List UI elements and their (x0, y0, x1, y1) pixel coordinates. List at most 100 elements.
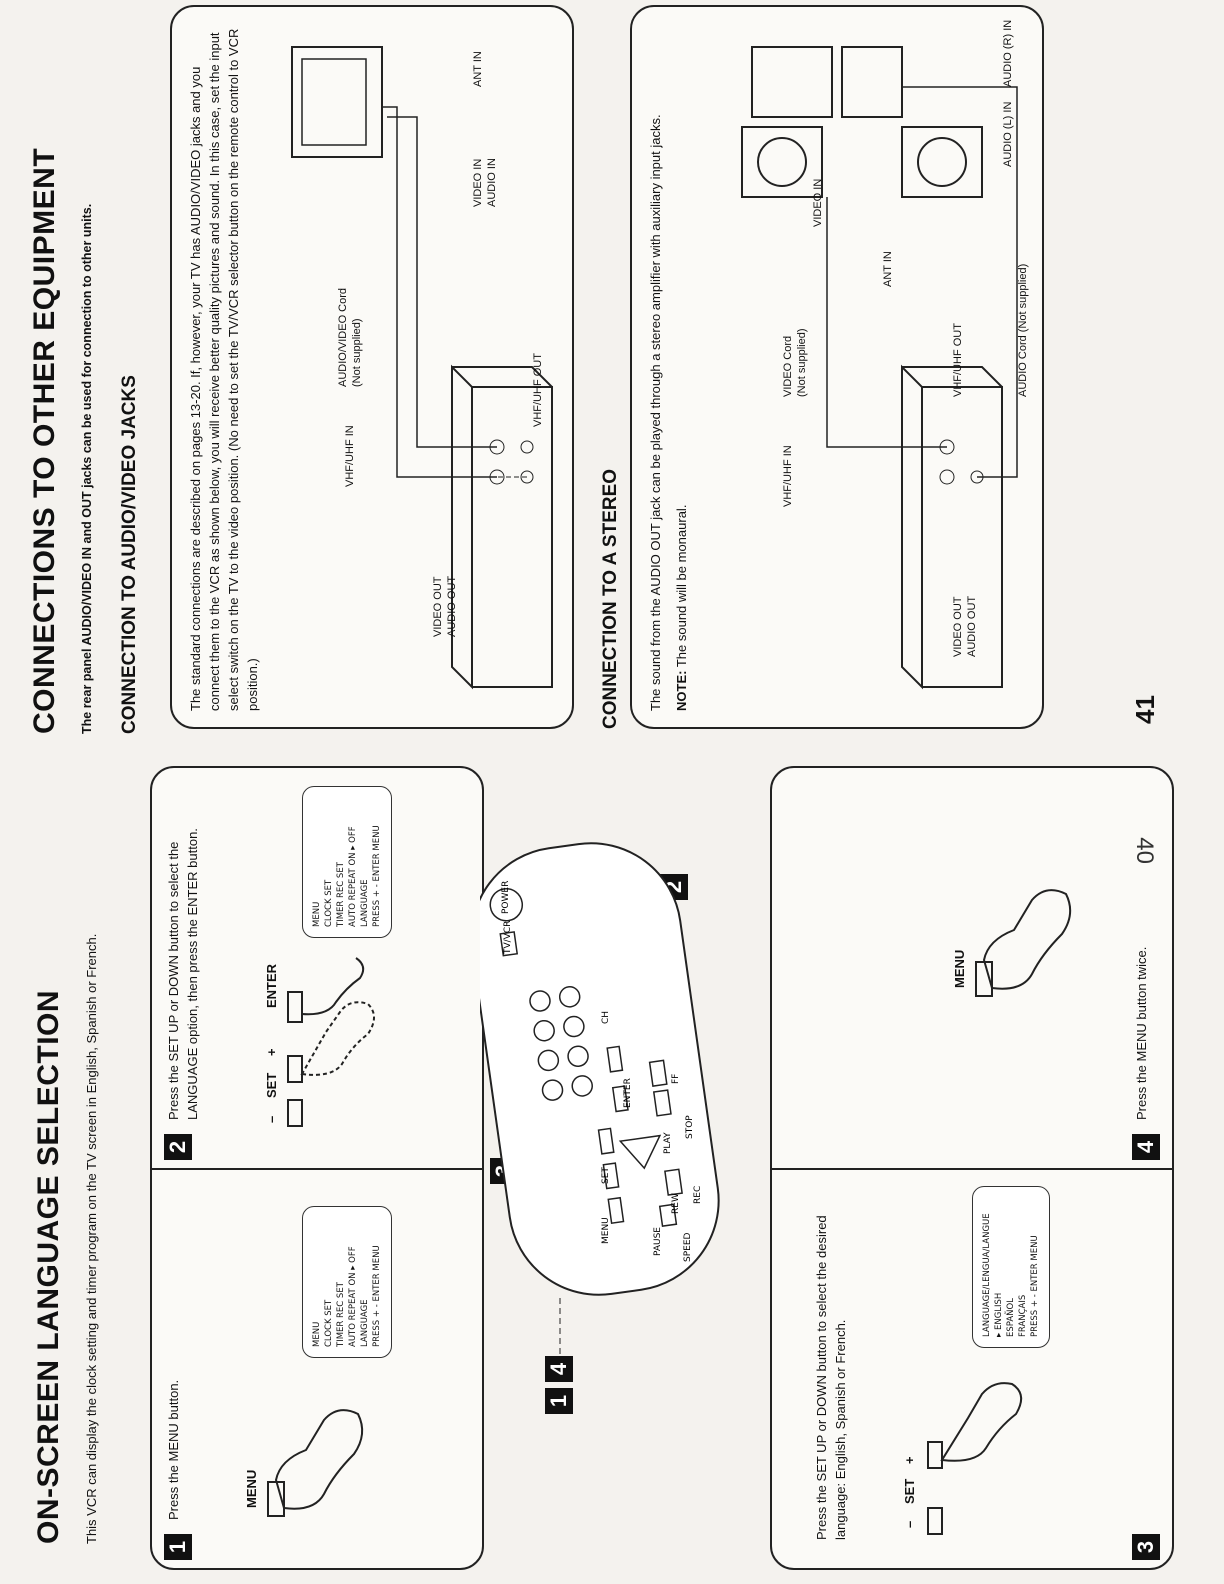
remote-power-label: POWER (501, 881, 511, 914)
screen-line: TIMER REC SET (336, 1282, 346, 1347)
step-3-text: Press the SET UP or DOWN button to selec… (814, 1215, 848, 1540)
audio-cord-label: AUDIO Cord (Not supplied) (1017, 263, 1029, 397)
video-cord-label: VIDEO Cord (782, 335, 794, 397)
audio-l-in-label: AUDIO (L) IN (1002, 101, 1014, 167)
audio-in-label: AUDIO IN (486, 158, 498, 207)
remote-rec-label: REC (693, 1186, 703, 1204)
step-number: 3 (1132, 1534, 1160, 1560)
audio-out-label: AUDIO OUT (966, 595, 978, 657)
screen-line: MENU (312, 901, 322, 927)
callout-4: 4 (545, 1356, 573, 1382)
screen-line: TIMER REC SET (336, 862, 346, 927)
stereo-section-text: The sound from the AUDIO OUT jack can be… (648, 114, 663, 711)
left-page: ON-SCREEN LANGUAGE SELECTION This VCR ca… (32, 804, 101, 1544)
hand-press-set-enter-icon (287, 957, 375, 1127)
remote-play-label: PLAY (663, 1132, 673, 1154)
screen-line: AUTO REPEAT ON ▸ OFF (348, 1246, 358, 1347)
right-page: CONNECTIONS TO OTHER EQUIPMENT The rear … (28, 34, 141, 734)
av-section-heading: CONNECTION TO AUDIO/VIDEO JACKS (119, 375, 140, 734)
screen-line: LANGUAGE/LENGUA/LANGUE (982, 1213, 992, 1337)
screen-line: AUTO REPEAT ON ▸ OFF (348, 826, 358, 927)
video-out-label: VIDEO OUT (432, 576, 444, 637)
audio-r-in-label: AUDIO (R) IN (1002, 19, 1014, 87)
remote-ch-label: CH (601, 1011, 611, 1024)
page-number-right: 41 (1130, 695, 1160, 724)
ant-in-label: ANT IN (882, 251, 894, 287)
step-1-text: Press the MENU button. (166, 1379, 181, 1520)
av-section-text: The standard connections are described o… (188, 28, 260, 711)
screen-line: MENU (312, 1321, 322, 1347)
set-label: SET (264, 1072, 279, 1098)
screen-line: LANGUAGE (360, 1299, 370, 1347)
steps-3-4-box: 3 Press the SET UP or DOWN button to sel… (770, 766, 1174, 1570)
video-in-label: VIDEO IN (812, 178, 824, 227)
stereo-connection-diagram (741, 46, 1018, 690)
av-connection-box: The standard connections are described o… (170, 5, 574, 729)
remote-enter-label: ENTER (623, 1078, 633, 1108)
step-number: 1 (164, 1534, 192, 1560)
stereo-connection-box: The sound from the AUDIO OUT jack can be… (630, 5, 1044, 729)
screen-line: PRESS + - ENTER MENU (372, 825, 382, 927)
callout-1: 1 (545, 1388, 573, 1414)
note-label: NOTE: (674, 670, 689, 711)
tv-menu-screen: MENU CLOCK SET TIMER REC SET AUTO REPEAT… (302, 1206, 392, 1358)
screen-line: PRESS + - ENTER MENU (1030, 1235, 1040, 1337)
divider (772, 1168, 1172, 1170)
screen-line: CLOCK SET (324, 1299, 334, 1347)
step-number: 4 (1132, 1134, 1160, 1160)
tv-language-screen: LANGUAGE/LENGUA/LANGUE ▸ ENGLISH ESPAÑOL… (972, 1186, 1050, 1348)
remote-pause-label: PAUSE (653, 1227, 663, 1256)
av-cord-label: AUDIO/VIDEO Cord (337, 287, 349, 387)
right-page-intro: The rear panel AUDIO/VIDEO IN and OUT ja… (80, 203, 94, 734)
enter-label: ENTER (264, 963, 279, 1008)
right-page-title: CONNECTIONS TO OTHER EQUIPMENT (28, 147, 61, 734)
tv-menu-screen: MENU CLOCK SET TIMER REC SET AUTO REPEAT… (302, 786, 392, 938)
vhf-in-label: VHF/UHF IN (782, 445, 794, 507)
av-connection-diagram (291, 46, 553, 690)
set-plus-label: + (902, 1456, 917, 1464)
screen-line: ▸ ENGLISH (994, 1292, 1004, 1337)
set-minus-label: – (902, 1520, 917, 1528)
remote-rew-label: REW (671, 1193, 681, 1214)
remote-tvvcr-label: TV/VCR (503, 921, 513, 955)
screen-line: LANGUAGE (360, 879, 370, 927)
remote-menu-label: MENU (601, 1217, 611, 1244)
audio-out-label: AUDIO OUT (446, 575, 458, 637)
vhf-out-label: VHF/UHF OUT (952, 323, 964, 397)
note-text: The sound will be monaural. (674, 504, 689, 668)
screen-line: ESPAÑOL (1006, 1298, 1016, 1337)
screen-line: FRANÇAIS (1018, 1294, 1028, 1337)
left-page-title: ON-SCREEN LANGUAGE SELECTION (32, 989, 65, 1544)
menu-button-label: MENU (952, 949, 967, 988)
divider (152, 1168, 482, 1170)
vhf-in-label: VHF/UHF IN (344, 425, 356, 487)
hand-press-set-icon (927, 1382, 1023, 1535)
remote-set-label: SET (601, 1167, 611, 1184)
set-minus-label: – (264, 1115, 279, 1123)
screen-line: PRESS + - ENTER MENU (372, 1245, 382, 1347)
stereo-note: NOTE: The sound will be monaural. (672, 21, 691, 711)
vhf-out-label: VHF/UHF OUT (532, 353, 544, 427)
set-label: SET (902, 1478, 917, 1504)
set-plus-label: + (264, 1048, 279, 1056)
remote-stop-label: STOP (685, 1115, 695, 1139)
remote-control: POWER TV/VCR MENU SET ENTER CH PLAY STOP… (480, 842, 720, 1354)
hand-press-menu-icon (975, 889, 1072, 997)
screen-line: CLOCK SET (324, 879, 334, 927)
menu-button-label: MENU (244, 1469, 259, 1508)
video-in-label: VIDEO IN (472, 158, 484, 207)
steps-1-2-box: 1 Press the MENU button. MENU MENU CLOCK… (150, 766, 484, 1570)
stereo-section-heading: CONNECTION TO A STEREO (600, 468, 621, 729)
video-out-label: VIDEO OUT (952, 596, 964, 657)
step-number: 2 (164, 1134, 192, 1160)
left-page-intro: This VCR can display the clock setting a… (84, 933, 99, 1544)
remote-ff-label: FF (671, 1074, 681, 1084)
step-2-text: Press the SET UP or DOWN button to selec… (166, 828, 200, 1120)
hand-press-menu-icon (267, 1409, 364, 1517)
av-cord-note: (Not supplied) (351, 318, 363, 387)
remote-speed-label: SPEED (683, 1232, 693, 1262)
page-number-left-text: 40 (1131, 837, 1158, 864)
ant-in-label: ANT IN (472, 51, 484, 87)
video-cord-note: (Not supplied) (796, 328, 808, 397)
